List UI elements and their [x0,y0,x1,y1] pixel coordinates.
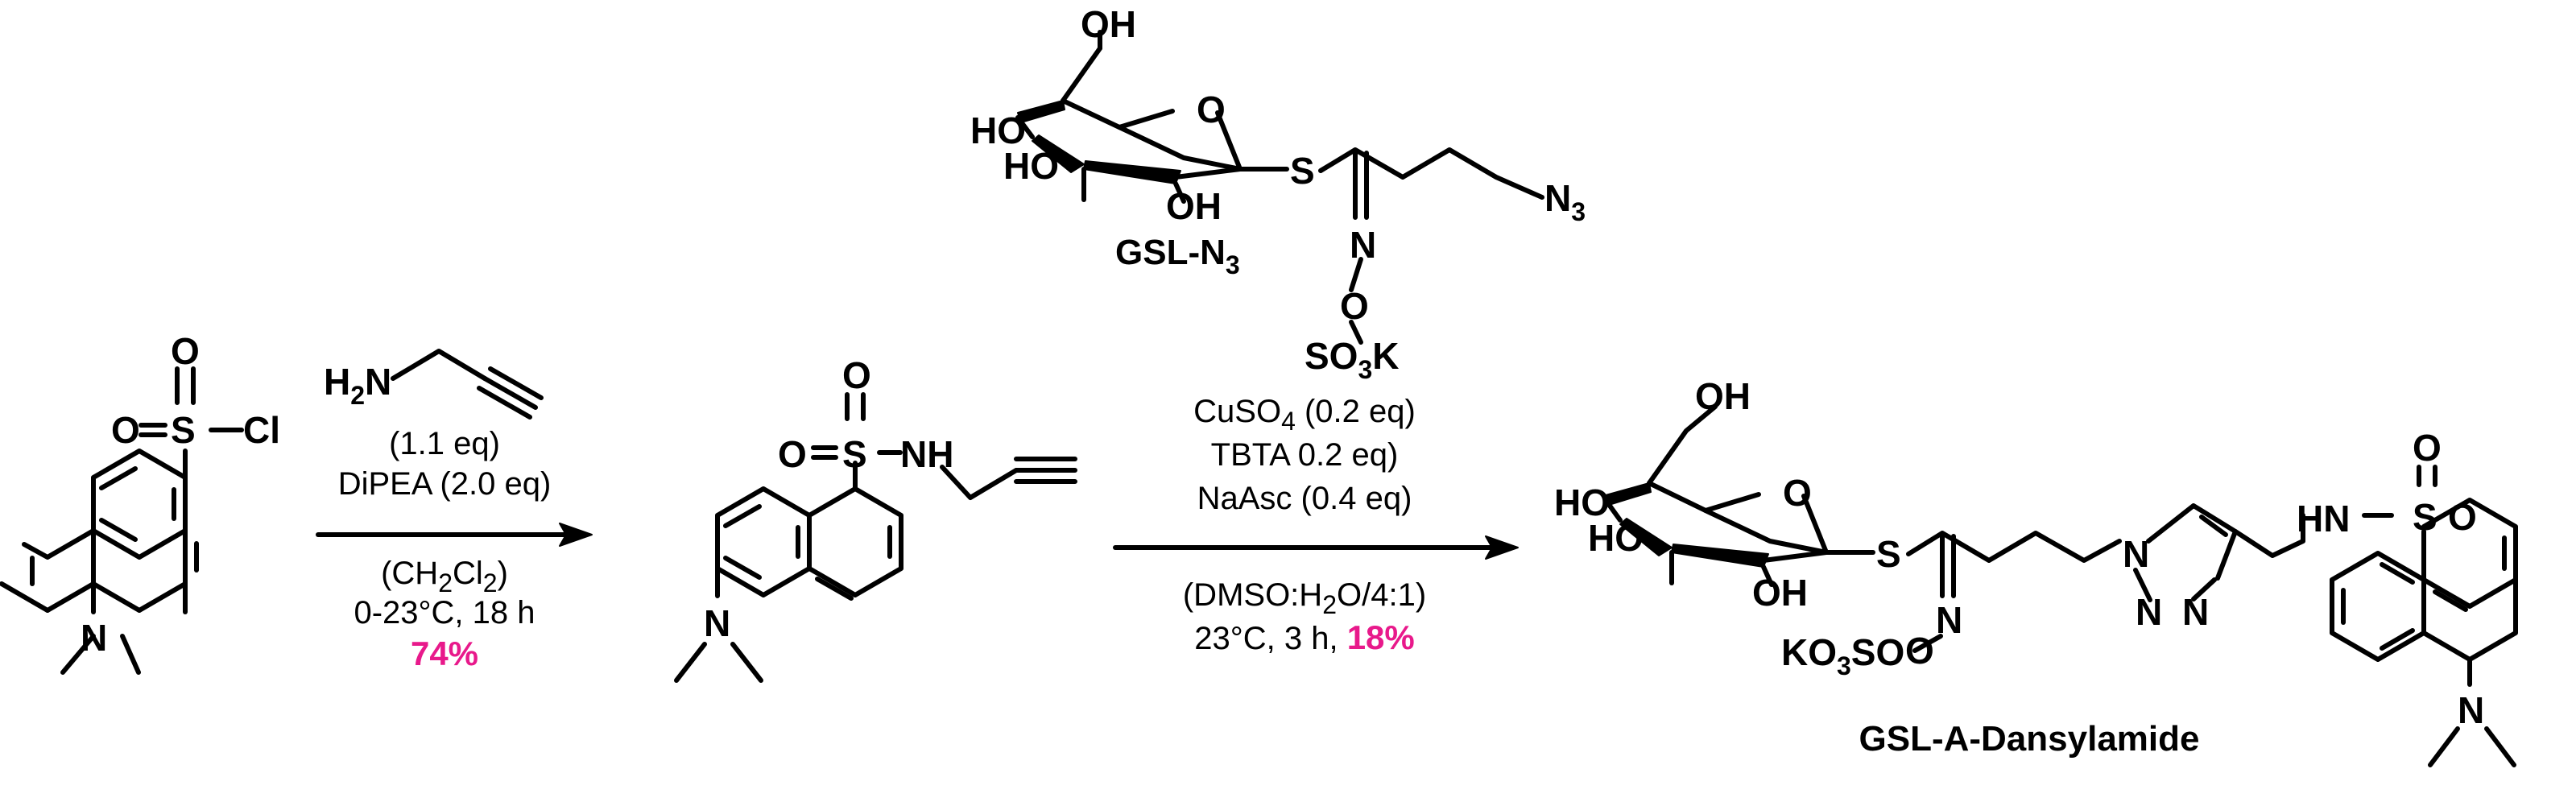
atom-o: O [1783,472,1812,514]
gsl-n3-label: GSL-N3 [1115,233,1240,279]
step1-yield: 74% [411,635,478,672]
atom-so3k: SO3K [1305,335,1400,384]
atom-n: N [1350,224,1376,266]
atom-n: N [2136,591,2162,633]
atom-oh: OH [1166,185,1222,227]
atom-hn: HN [2297,498,2350,539]
atom-s: S [2413,496,2437,538]
atom-nh: NH [900,433,953,475]
atom-o: O [1905,630,1934,672]
atom-o: O [1197,89,1226,130]
atom-s: S [842,433,867,475]
atom-h2n: H2N [324,361,391,410]
gsl-a-dansylamide [1603,404,2518,767]
atom-n: N [81,617,107,659]
atom-o: O [1340,285,1369,327]
atom-n: N [2123,533,2149,575]
atom-s: S [1876,533,1901,575]
dansyl-chloride [0,366,244,675]
atom-n: N [704,602,730,644]
step1-temp-time: 0-23°C, 18 h [354,595,535,630]
propargylamine [391,349,544,420]
product-label: GSL-A-Dansylamide [1859,719,2200,759]
atom-n3: N3 [1544,177,1586,226]
atom-ko3so: KO3SO [1781,631,1904,680]
atom-n: N [1936,599,1962,641]
atom-ho: HO [970,110,1026,151]
reaction-arrow-1 [316,523,593,547]
atom-s: S [1290,150,1315,192]
step2-solvent: (DMSO:H2O/4:1) [1183,577,1426,619]
atom-ho: HO [1003,145,1059,187]
atom-o: O [842,354,871,396]
atom-o: O [171,330,200,372]
atom-ho: HO [1554,482,1610,523]
atom-o: O [111,409,140,451]
atom-o: O [778,433,807,475]
step1-solvent: (CH2Cl2) [381,556,508,597]
atom-oh: OH [1695,375,1751,417]
gsl-n3 [1015,30,1544,345]
atom-oh: OH [1081,3,1136,45]
atom-cl: Cl [243,409,280,451]
atom-n: N [2458,689,2484,731]
reaction-arrow-2 [1113,535,1519,560]
atom-o: O [2448,496,2477,538]
step2-reductant: NaAsc (0.4 eq) [1197,481,1412,516]
atom-oh: OH [1752,572,1808,614]
step1-eq: (1.1 eq) [389,426,500,461]
atom-n: N [2182,591,2209,633]
step2-temp-time: 23°C, 3 h, 18% [1194,618,1415,656]
step2-ligand: TBTA 0.2 eq) [1211,437,1399,473]
step1-base: DiPEA (2.0 eq) [338,466,552,502]
dansyl-propargylamide [674,392,1077,683]
atom-ho: HO [1588,517,1644,559]
atom-s: S [171,409,196,451]
atom-o: O [2413,427,2442,469]
step2-catalyst: CuSO4 (0.2 eq) [1193,394,1416,436]
